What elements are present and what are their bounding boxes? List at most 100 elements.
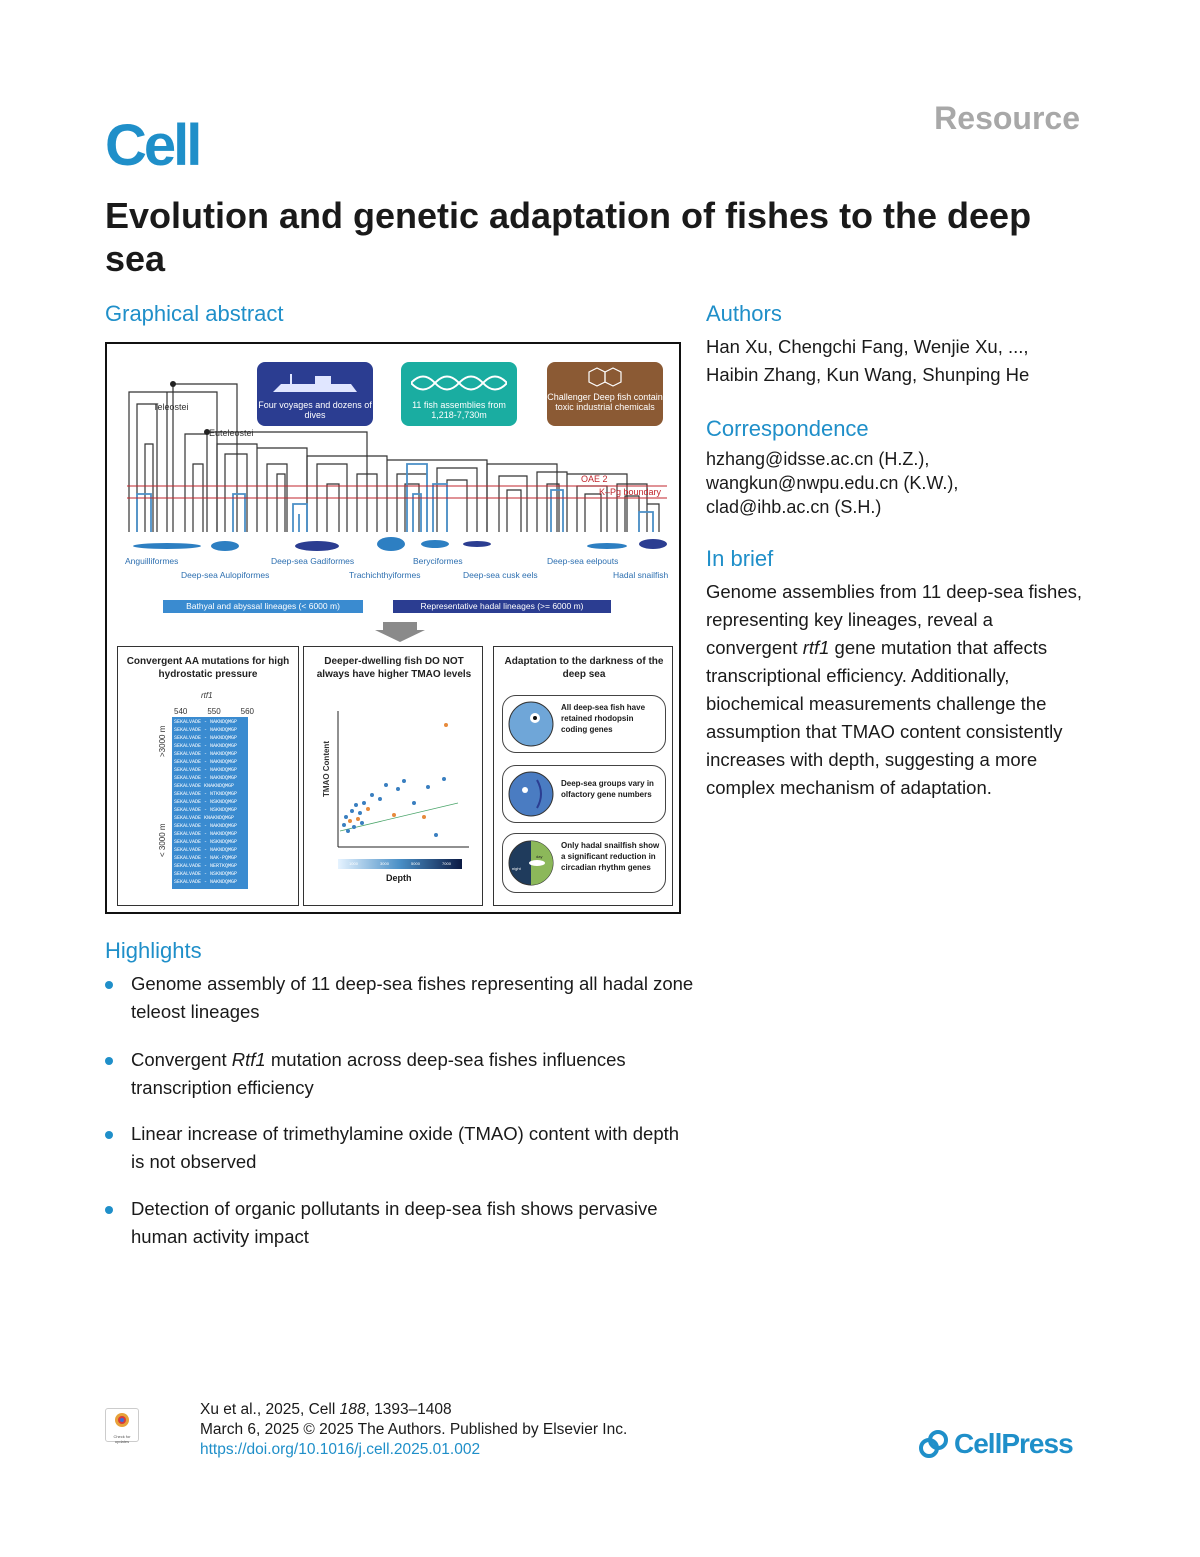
lineage-label: Beryciformes [413,556,463,566]
scatter-point [350,809,354,813]
position-ticks: 540 550 560 [174,707,254,716]
sequence-row: SEKALVADE - NSKNDQMGP [174,807,238,813]
sequence-row: SEKALVADE - NERTKQMGP [174,863,238,869]
oae-label: OAE 2 [581,474,608,484]
panel-title: Deeper-dwelling fish DO NOT always have … [316,656,472,680]
lineage-label: Deep-sea eelpouts [547,556,619,566]
sequence-row: SEKALVADE KNAKNDQMGP [174,815,235,821]
graphical-abstract-heading: Graphical abstract [105,301,284,326]
lineage-label: Trachichthyiformes [349,570,421,580]
depth-color-bar: 1000 3000 5000 7000 [338,859,462,869]
bullet-icon [105,1057,113,1065]
down-arrow-icon [375,622,425,642]
sequence-row: SEKALVADE - NAKNDQMGP [174,719,238,725]
circadian-card: day night Only hadal snailfish show a si… [502,833,666,893]
tmao-panel: Deeper-dwelling fish DO NOT always have … [303,646,483,906]
citation-line: Xu et al., 2025, Cell 188, 1393–1408 [200,1401,452,1418]
journal-logo: Cell [105,113,202,178]
bathyal-legend: Bathyal and abyssal lineages (< 6000 m) [163,600,363,613]
email-link[interactable]: wangkun@nwpu.edu.cn (K.W.), [706,473,959,493]
tmao-scatter-plot [337,711,469,848]
hadal-legend: Representative hadal lineages (>= 6000 m… [393,600,611,613]
sequence-row: SEKALVADE - NAKNDQMGP [174,879,238,885]
card-text: Only hadal snailfish show a significant … [561,841,660,872]
card-text: All deep-sea fish have retained rhodopsi… [561,703,646,734]
scatter-point [362,801,366,805]
deep-depth-label: >3000 m [158,725,167,757]
scatter-point [358,811,362,815]
olfactory-card: Deep-sea groups vary in olfactory gene n… [502,765,666,823]
panel-title: Adaptation to the darkness of the deep s… [504,656,664,680]
sequence-row: SEKALVADE - NAKNDQMGP [174,847,238,853]
bullet-icon [105,1131,113,1139]
night-label: night [512,866,521,871]
tree-branches [128,383,660,532]
check-updates-label: Check for updates [113,1434,131,1444]
highlight-item: Detection of organic pollutants in deep-… [105,1195,695,1251]
scatter-point [426,785,430,789]
scatter-point [346,829,350,833]
scatter-point [366,807,370,811]
email-link[interactable]: clad@ihb.ac.cn (S.H.) [706,497,882,517]
lineage-label: Deep-sea cusk eels [463,570,538,580]
email-link[interactable]: hzhang@idsse.ac.cn (H.Z.), [706,449,930,469]
panel-title: Convergent AA mutations for high hydrost… [126,656,290,680]
scatter-point [422,815,426,819]
dna-icon [411,375,507,391]
teleostei-label: Teleostei [153,402,189,412]
y-axis-label: TMAO Content [322,741,331,797]
fish-head-icon [508,771,554,817]
assemblies-banner: 11 fish assemblies from 1,218-7,730m [401,362,517,426]
scatter-point [370,793,374,797]
scatter-point [434,833,438,837]
rhodopsin-card: All deep-sea fish have retained rhodopsi… [502,695,666,753]
fish-silhouettes [133,537,667,551]
euteleostei-node [204,429,210,435]
shallow-depth-label: < 3000 m [158,823,167,857]
doi-link[interactable]: https://doi.org/10.1016/j.cell.2025.01.0… [200,1441,481,1458]
article-title: Evolution and genetic adaptation of fish… [105,195,1032,279]
pollutants-text: Challenger Deep fish contain toxic indus… [547,392,663,412]
scatter-point [354,803,358,807]
scatter-point [402,779,406,783]
check-updates-button[interactable]: Check for updates [105,1408,139,1444]
sequence-row: SEKALVADE - NAK-PQMGP [174,855,238,861]
scatter-point [392,813,396,817]
lineage-labels: Anguilliformes Deep-sea Gadiformes Beryc… [107,556,679,586]
sequence-row: SEKALVADE - NSKNDQMGP [174,799,238,805]
sequence-row: SEKALVADE - NAKNDQMGP [174,743,238,749]
citation-block: Xu et al., 2025, Cell 188, 1393–1408 Mar… [200,1400,627,1460]
in-brief-heading: In brief [706,546,774,571]
sequence-row: SEKALVADE KNAKNDQMGP [174,783,235,789]
sequence-row: SEKALVADE - NAKNDQMGP [174,759,238,765]
gene-label: rtf1 [201,691,213,700]
scatter-point [352,825,356,829]
kpg-label: K–Pg boundary [599,487,662,497]
bullet-icon [105,1206,113,1214]
sequence-row: SEKALVADE - NAKNDQMGP [174,831,238,837]
authors-line: Haibin Zhang, Kun Wang, Shunping He [706,364,1030,385]
scatter-point [348,819,352,823]
in-brief-text: Genome assemblies from 11 deep-sea fishe… [706,581,1083,798]
sequence-row: SEKALVADE - NAKNDQMGP [174,823,238,829]
highlight-item: Genome assembly of 11 deep-sea fishes re… [105,970,695,1026]
scatter-point [356,817,360,821]
highlight-item: Convergent Rtf1 mutation across deep-sea… [105,1046,695,1102]
voyages-banner: Four voyages and dozens of dives [257,362,373,426]
authors-heading: Authors [706,301,782,326]
scatter-point [444,723,448,727]
day-night-icon [508,840,554,886]
x-axis-label: Depth [386,873,412,883]
highlights-heading: Highlights [105,938,202,963]
scatter-point [412,801,416,805]
check-updates-icon [115,1413,129,1427]
teleostei-node [170,381,176,387]
sequence-row: SEKALVADE - NAKNDQMGP [174,727,238,733]
day-label: day [536,854,543,859]
scatter-point [442,777,446,781]
voyages-text: Four voyages and dozens of dives [258,400,372,420]
scatter-point [342,823,346,827]
cellpress-icon [919,1430,948,1458]
aa-mutation-panel: Convergent AA mutations for high hydrost… [117,646,299,906]
sequence-row: SEKALVADE - NSKNDQMGP [174,839,238,845]
